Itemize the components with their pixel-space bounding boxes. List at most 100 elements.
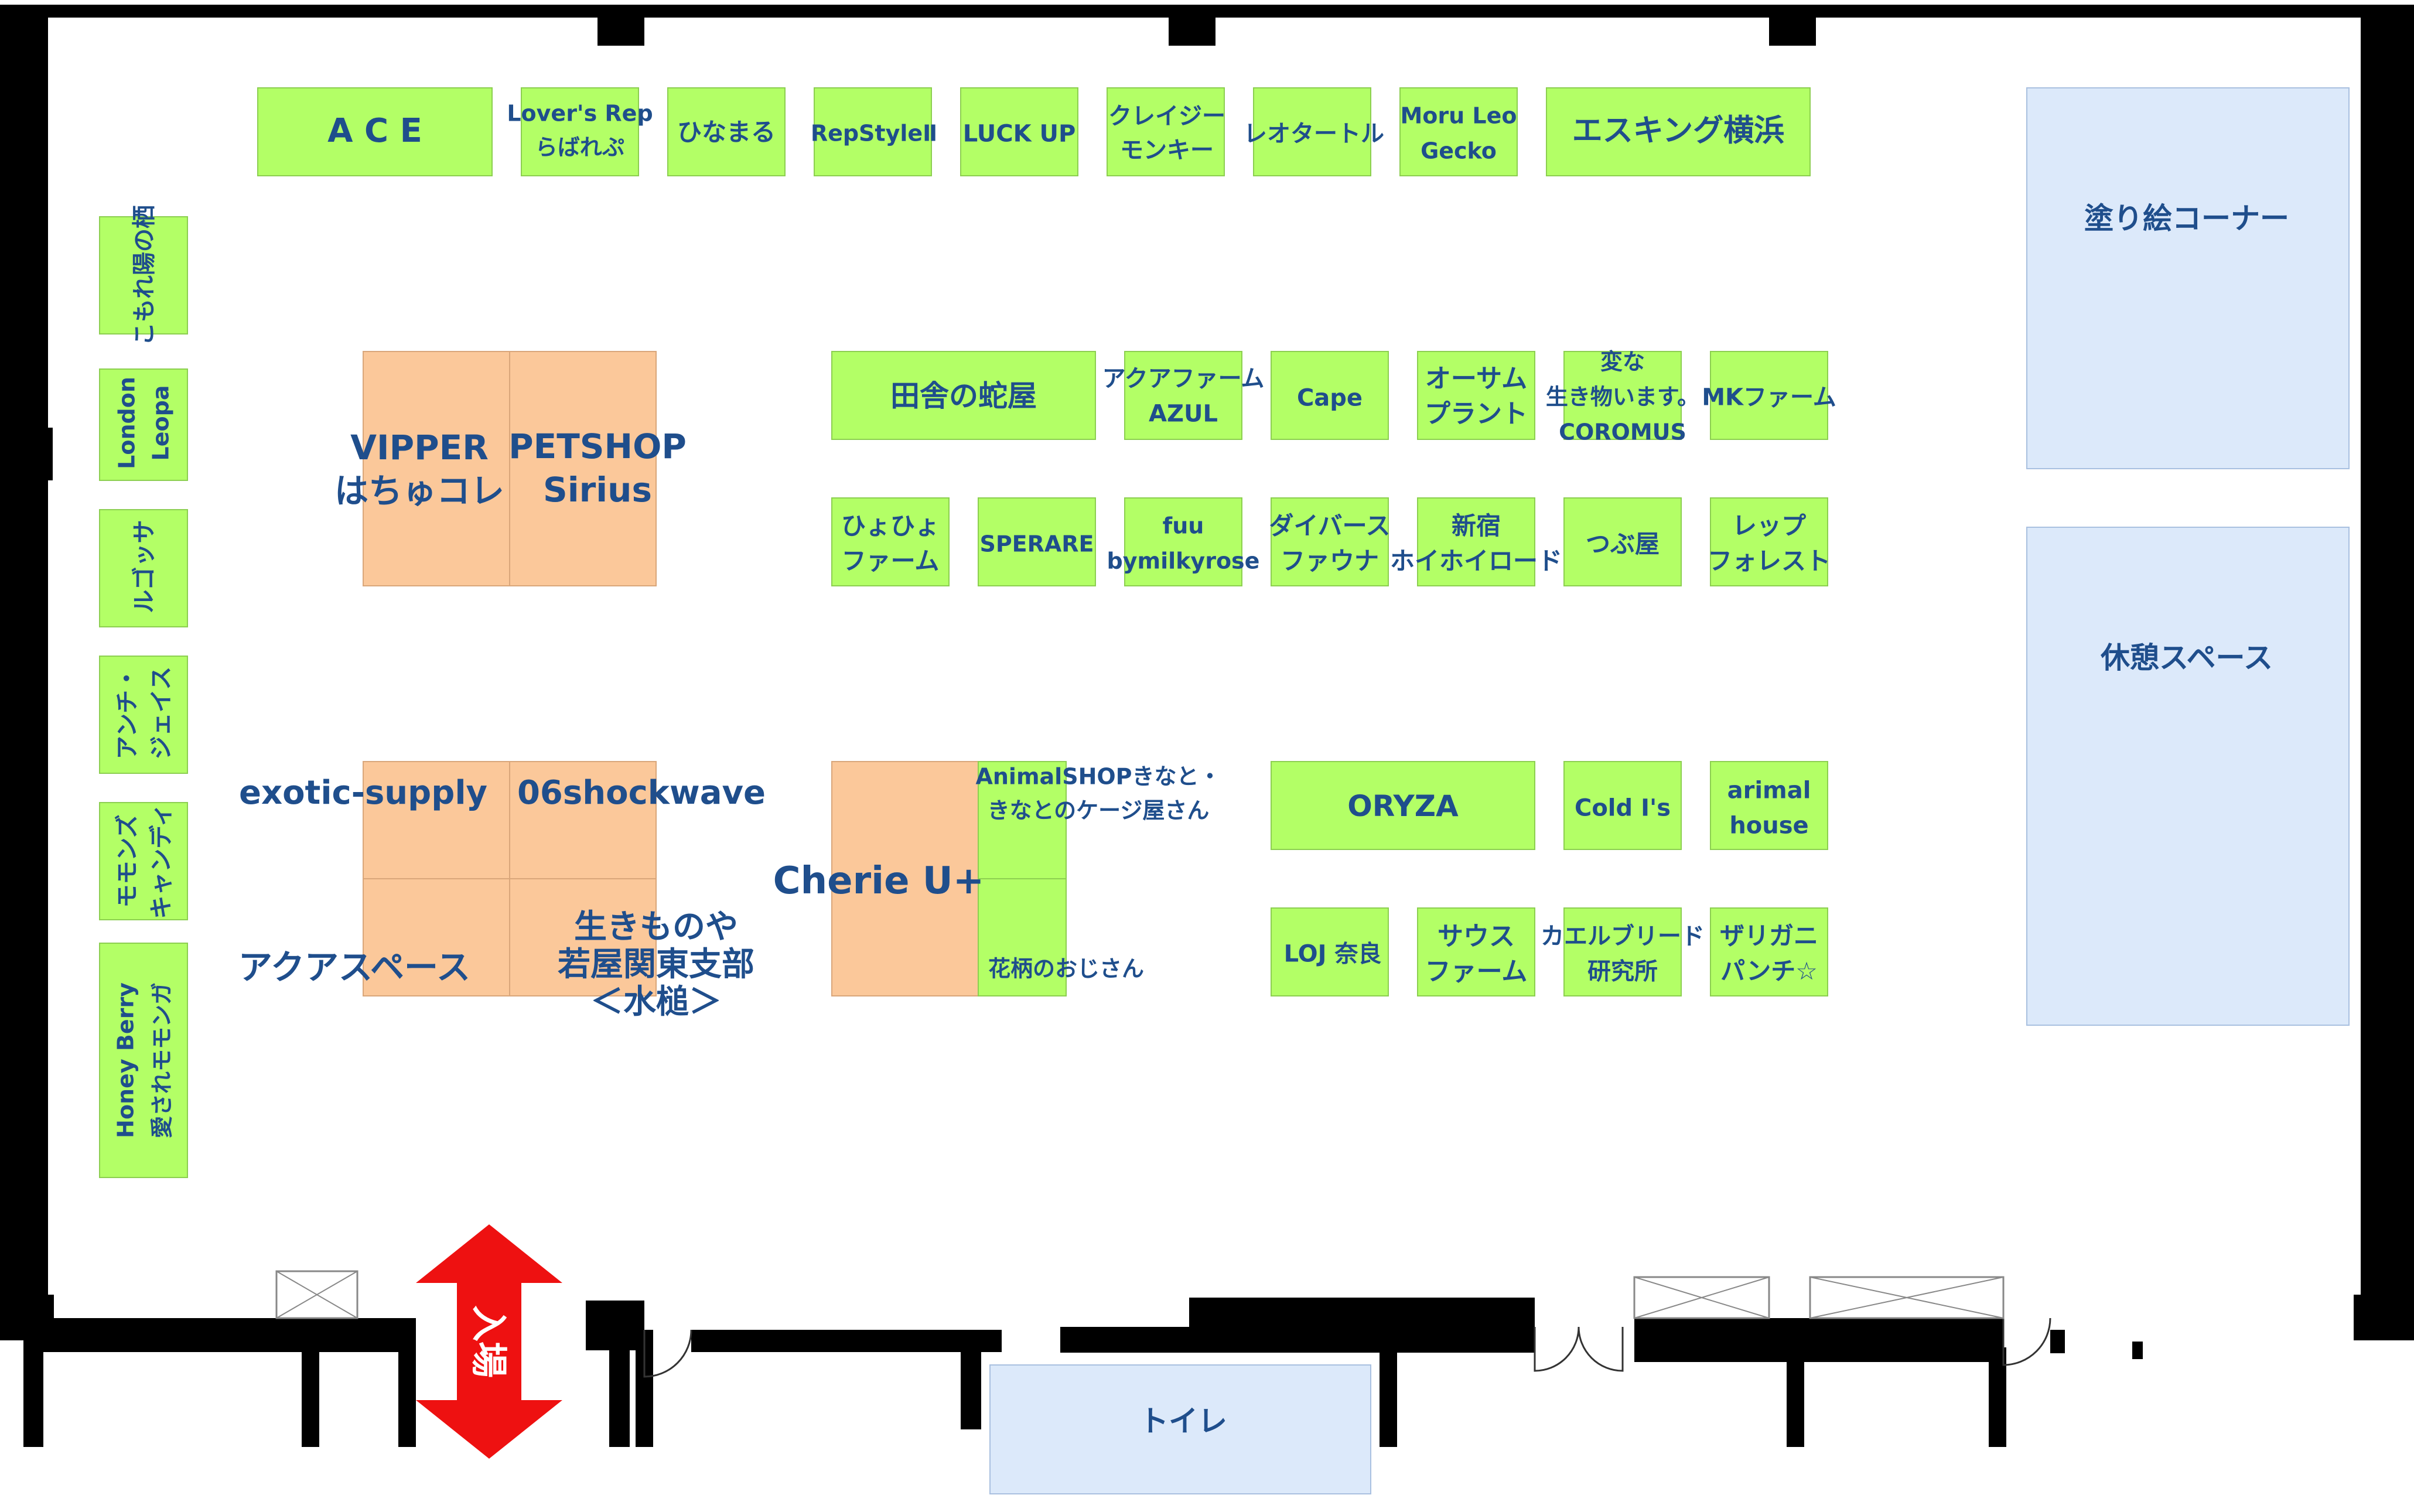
booth-label: クレイジーモンキー bbox=[1108, 103, 1225, 163]
area-toilet bbox=[989, 1364, 1371, 1494]
booth-label-line: RepStyleⅡ bbox=[811, 121, 937, 146]
booth-label: つぶ屋 bbox=[1586, 530, 1660, 558]
booth-label-line: アンチ・ bbox=[114, 667, 141, 759]
booth-honey-berry bbox=[99, 943, 188, 1178]
booth-inaka bbox=[831, 351, 1096, 440]
entrance-arrow: 入場 bbox=[416, 1224, 562, 1459]
booth-label: ORYZA bbox=[1347, 789, 1459, 823]
booth-label-line: Cold I's bbox=[1575, 794, 1671, 821]
booth-tsubo bbox=[1563, 497, 1682, 586]
booth-label: 生きものや若屋関東支部＜水槌＞ bbox=[558, 908, 754, 1021]
booth-label: ザリガニパンチ☆ bbox=[1720, 921, 1818, 985]
wall-segment bbox=[1757, 1318, 1775, 1359]
booth-label: 花柄のおじさん bbox=[988, 956, 1144, 982]
booth-label-line: house bbox=[1729, 812, 1808, 839]
booth-label-line: arimal bbox=[1727, 777, 1811, 804]
booth-repstyle bbox=[814, 87, 932, 176]
booth-label: 田舎の蛇屋 bbox=[890, 379, 1037, 413]
booth-label-line: ORYZA bbox=[1347, 789, 1459, 823]
area-label-line: 塗り絵コーナー bbox=[2084, 202, 2289, 235]
booth-osamu-plant bbox=[1417, 351, 1535, 440]
fixture-box bbox=[275, 1270, 358, 1319]
booth-label: ひょひょファーム bbox=[841, 511, 940, 575]
booth-komorebi bbox=[99, 216, 188, 335]
booth-moru-leo bbox=[1399, 87, 1518, 176]
booth-label: MKファーム bbox=[1702, 384, 1836, 411]
booth-cherie bbox=[831, 761, 979, 996]
wall-segment bbox=[1634, 1318, 1836, 1362]
booth-label: モモンズキャンディ bbox=[114, 803, 175, 919]
booth-label: カエルブリード研究所 bbox=[1541, 923, 1705, 985]
booth-label: レオタートル bbox=[1244, 120, 1384, 147]
booth-petshop-sirius bbox=[509, 351, 657, 586]
booth-label-line: 生きものや bbox=[574, 908, 738, 946]
wall-segment bbox=[0, 5, 48, 1323]
booth-label-line: 変な bbox=[1600, 349, 1645, 375]
booth-diverse bbox=[1271, 497, 1389, 586]
booth-label-line: パンチ☆ bbox=[1720, 957, 1818, 985]
booth-label-line: Sirius bbox=[543, 470, 652, 510]
wall-segment bbox=[1380, 1330, 1397, 1447]
booth-label: Cherie U+ bbox=[773, 859, 985, 903]
wall-segment bbox=[23, 1336, 43, 1447]
booth-london-leopa bbox=[99, 368, 188, 481]
booth-label-line: ザリガニ bbox=[1720, 921, 1818, 950]
booth-sperare bbox=[978, 497, 1096, 586]
booth-luck-up bbox=[960, 87, 1078, 176]
booth-label-line: レップ bbox=[1732, 511, 1806, 540]
booth-fuu bbox=[1124, 497, 1242, 586]
door-swing bbox=[1578, 1326, 1624, 1372]
booth-label-line: AnimalSHOPきなと・ bbox=[975, 764, 1221, 790]
area-label: 塗り絵コーナー bbox=[2084, 202, 2289, 235]
wall-segment bbox=[1769, 5, 1816, 46]
wall-segment bbox=[2361, 5, 2414, 1323]
booth-label: 新宿ホイホイロード bbox=[1390, 511, 1562, 575]
booth-label-line: フォレスト bbox=[1708, 547, 1831, 575]
booth-label-line: 06shockwave bbox=[517, 774, 766, 812]
booth-hinamaru bbox=[667, 87, 786, 176]
booth-label-line: Cherie U+ bbox=[773, 859, 985, 903]
booth-label-line: 研究所 bbox=[1587, 958, 1658, 985]
booth-label-line: クレイジー bbox=[1108, 103, 1225, 129]
booth-label-line: つぶ屋 bbox=[1586, 530, 1660, 558]
booth-label-line: モモンズ bbox=[114, 814, 141, 907]
booth-label: exotic-supply bbox=[239, 774, 487, 812]
booth-saus bbox=[1417, 907, 1535, 996]
booth-label-line: ひょひょ bbox=[841, 511, 940, 540]
booth-label-line: Leopa bbox=[148, 385, 174, 461]
wall-segment bbox=[961, 1336, 981, 1429]
booth-label: レップフォレスト bbox=[1708, 511, 1831, 575]
booth-label-line: サウス bbox=[1438, 921, 1515, 951]
booth-label-line: Cape bbox=[1297, 384, 1363, 411]
booth-label: ルゴッサ bbox=[131, 520, 158, 613]
booth-label-line: ひなまる bbox=[677, 118, 776, 146]
fixture-cross bbox=[1634, 1277, 1770, 1319]
booth-label-line: レオタートル bbox=[1244, 120, 1384, 147]
booth-label-line: エスキング横浜 bbox=[1572, 114, 1784, 149]
booth-label: エスキング横浜 bbox=[1572, 114, 1784, 149]
booth-aqua-space bbox=[363, 878, 510, 996]
booth-label: RepStyleⅡ bbox=[811, 121, 937, 146]
booth-label-line: ダイバース bbox=[1269, 511, 1390, 540]
booth-label: SPERARE bbox=[979, 531, 1094, 557]
booth-vipper bbox=[363, 351, 510, 586]
booth-label-line: ジェイス bbox=[148, 667, 175, 760]
booth-label-line: Moru Leo bbox=[1400, 103, 1517, 129]
wall-segment bbox=[2361, 428, 2414, 480]
door-swing bbox=[643, 1329, 692, 1378]
area-label-line: トイレ bbox=[1139, 1404, 1227, 1438]
booth-label-line: オーサム bbox=[1425, 364, 1527, 394]
booth-label-line: exotic-supply bbox=[239, 774, 487, 812]
booth-shinjuku bbox=[1417, 497, 1535, 586]
booth-crazy-monkey bbox=[1107, 87, 1225, 176]
booth-label: 変な生き物います。COROMUS bbox=[1546, 349, 1699, 445]
wall-segment bbox=[609, 1324, 630, 1447]
wall-segment bbox=[597, 5, 644, 46]
